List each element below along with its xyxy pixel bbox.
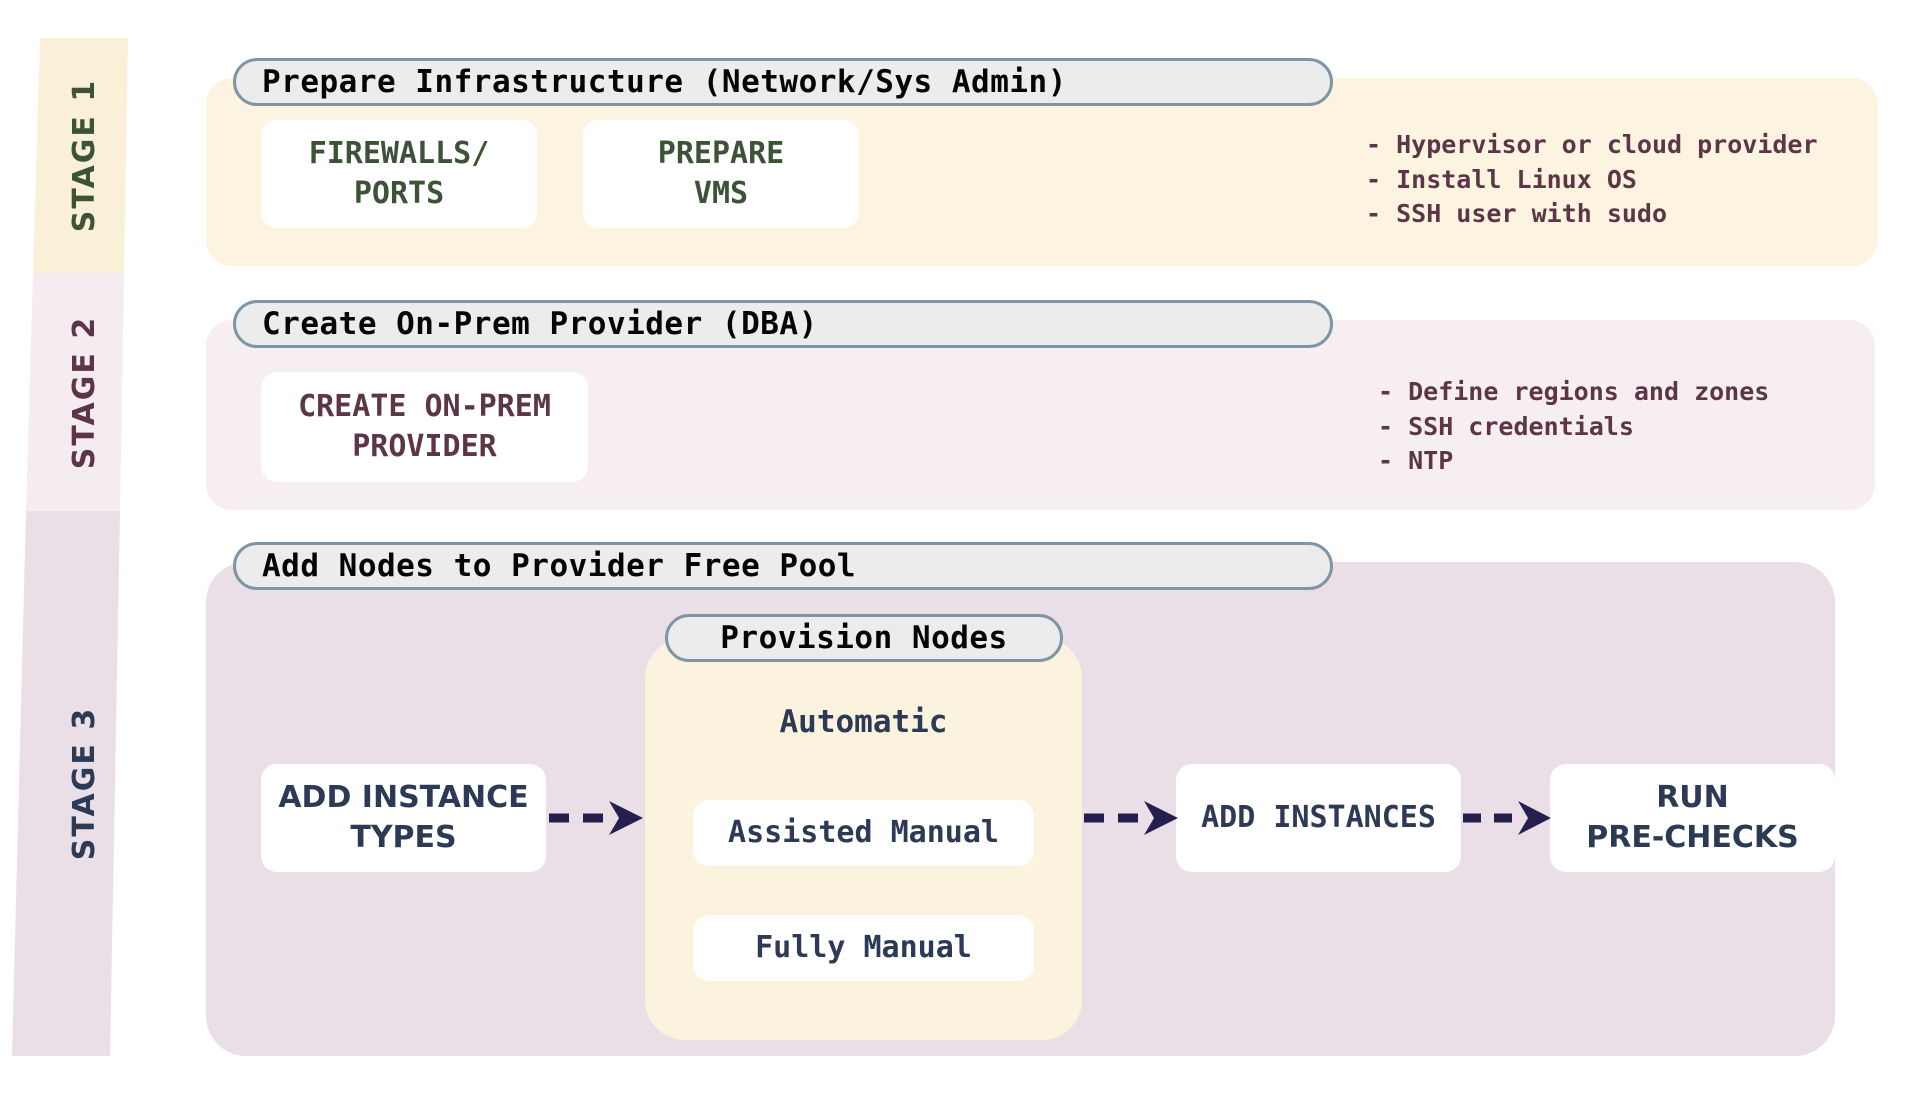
arrow-provision-to-instances-glyph <box>1084 801 1178 835</box>
task-box-firewalls-ports[interactable]: FIREWALLS/ PORTS <box>261 120 537 228</box>
task-box-fully-manual[interactable]: Fully Manual <box>693 915 1034 981</box>
stage-band-3-shape <box>12 511 120 1056</box>
arrow-provision-to-instances <box>1082 796 1180 840</box>
stage-2-header-text: Create On-Prem Provider (DBA) <box>262 306 818 342</box>
stage-1-notes: - Hypervisor or cloud provider - Install… <box>1366 130 1818 228</box>
stage-rail: STAGE 1 STAGE 2 STAGE 3 <box>0 0 170 1094</box>
task-box-add-instances[interactable]: ADD INSTANCES <box>1176 764 1461 872</box>
arrow-instances-to-prechecks-glyph <box>1463 801 1551 835</box>
task-box-assisted-manual[interactable]: Assisted Manual <box>693 800 1034 866</box>
task-box-run-pre-checks[interactable]: RUN PRE-CHECKS <box>1550 764 1835 872</box>
stage-1-header-text: Prepare Infrastructure (Network/Sys Admi… <box>262 64 1067 100</box>
provision-nodes-header-text: Provision Nodes <box>720 620 1008 656</box>
stage-2-header: Create On-Prem Provider (DBA) <box>233 300 1333 348</box>
stage-3-header: Add Nodes to Provider Free Pool <box>233 542 1333 590</box>
stage-band-1-shape <box>33 38 128 273</box>
provision-nodes-header: Provision Nodes <box>665 614 1063 662</box>
stage-band-1: STAGE 1 <box>0 38 170 273</box>
stage-band-2-shape <box>26 273 124 511</box>
stage-1-header: Prepare Infrastructure (Network/Sys Admi… <box>233 58 1333 106</box>
stage-2-notes: - Define regions and zones - SSH credent… <box>1378 377 1770 475</box>
stage-band-2: STAGE 2 <box>0 273 170 511</box>
arrow-types-to-provision-glyph <box>549 801 643 835</box>
task-box-create-on-prem-provider[interactable]: CREATE ON-PREM PROVIDER <box>261 372 588 482</box>
arrow-types-to-provision <box>547 796 645 840</box>
arrow-instances-to-prechecks <box>1461 796 1553 840</box>
provision-nodes-title-automatic: Automatic <box>779 704 948 740</box>
stage-3-header-text: Add Nodes to Provider Free Pool <box>262 548 857 584</box>
task-box-add-instance-types[interactable]: ADD INSTANCE TYPES <box>261 764 546 872</box>
task-box-prepare-vms[interactable]: PREPARE VMS <box>583 120 859 228</box>
stage-band-3: STAGE 3 <box>0 511 170 1056</box>
